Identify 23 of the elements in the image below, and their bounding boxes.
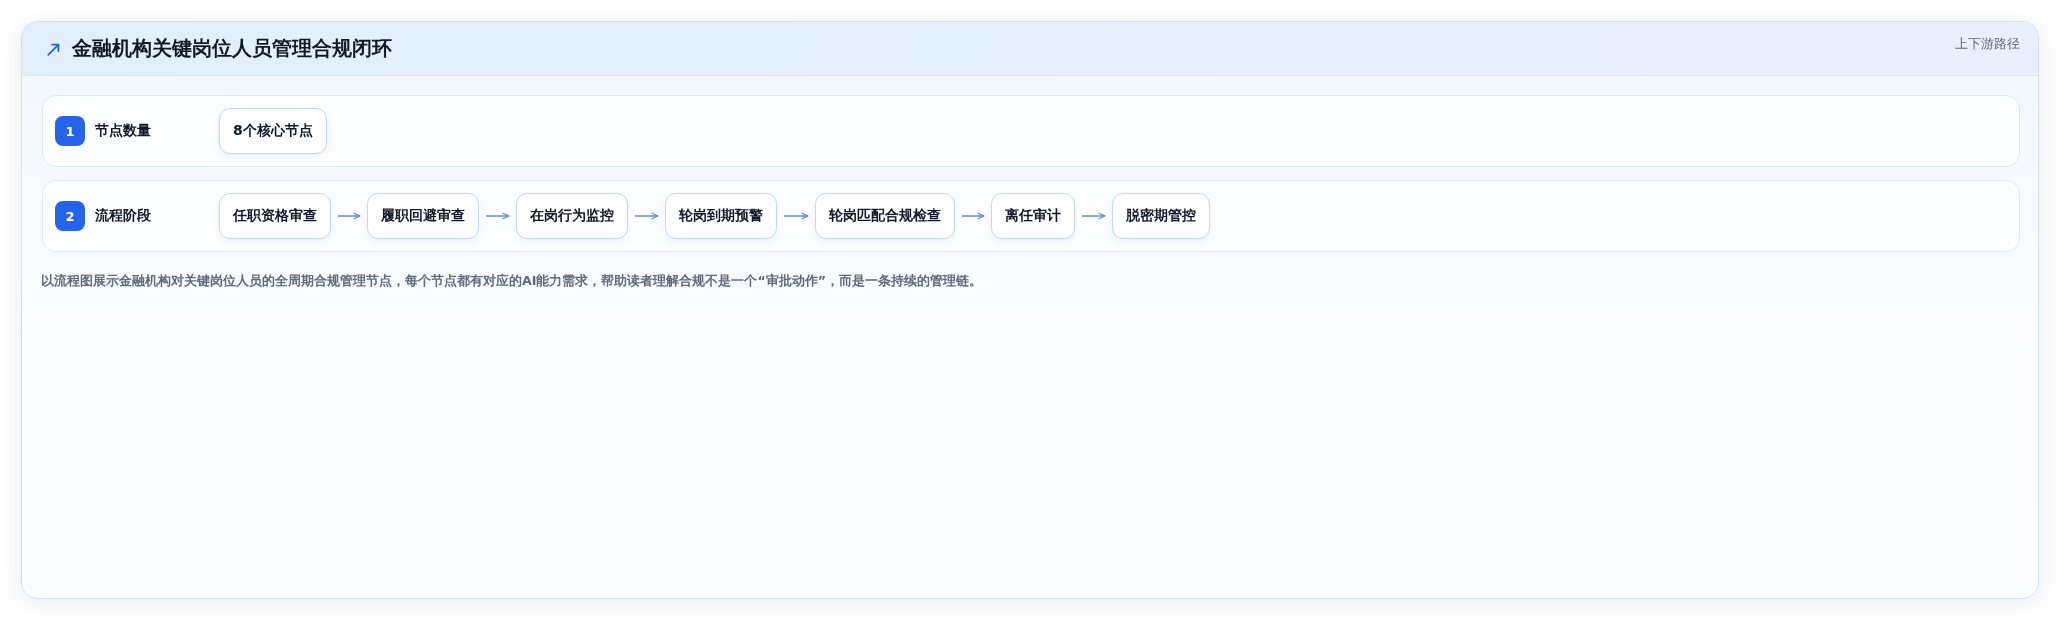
stage-box: 轮岗到期预警	[665, 193, 777, 239]
stage-box: 离任审计	[991, 193, 1075, 239]
row-label: 流程阶段	[95, 206, 151, 225]
caption: 以流程图展示金融机构对关键岗位人员的全周期合规管理节点，每个节点都有对应的AI能力需求，帮助读者理解合规不是一个“审批动作”，而是一条持续的管理链。	[41, 272, 982, 290]
stage-box: 履职回避审查	[367, 193, 479, 239]
arrow	[961, 212, 985, 220]
header-note: 上下游路径	[1955, 35, 2020, 53]
number-badge: 1	[55, 116, 85, 146]
arrow	[1081, 212, 1106, 220]
row-label: 节点数量	[95, 121, 151, 140]
title: 金融机构关键岗位人员管理合规闭环	[72, 35, 392, 61]
number-badge: 2	[55, 201, 85, 231]
stage-box: 脱密期管控	[1112, 193, 1210, 239]
stage-box: 在岗行为监控	[516, 193, 628, 239]
arrow	[634, 212, 659, 220]
stage-box: 8个核心节点	[219, 108, 327, 154]
arrow	[485, 212, 510, 220]
row-panel	[42, 95, 2020, 167]
stage-box: 轮岗匹配合规检查	[815, 193, 955, 239]
row-panel	[42, 180, 2020, 252]
arrow	[337, 212, 361, 220]
arrow	[783, 212, 809, 220]
stage-box: 任职资格审查	[219, 193, 331, 239]
